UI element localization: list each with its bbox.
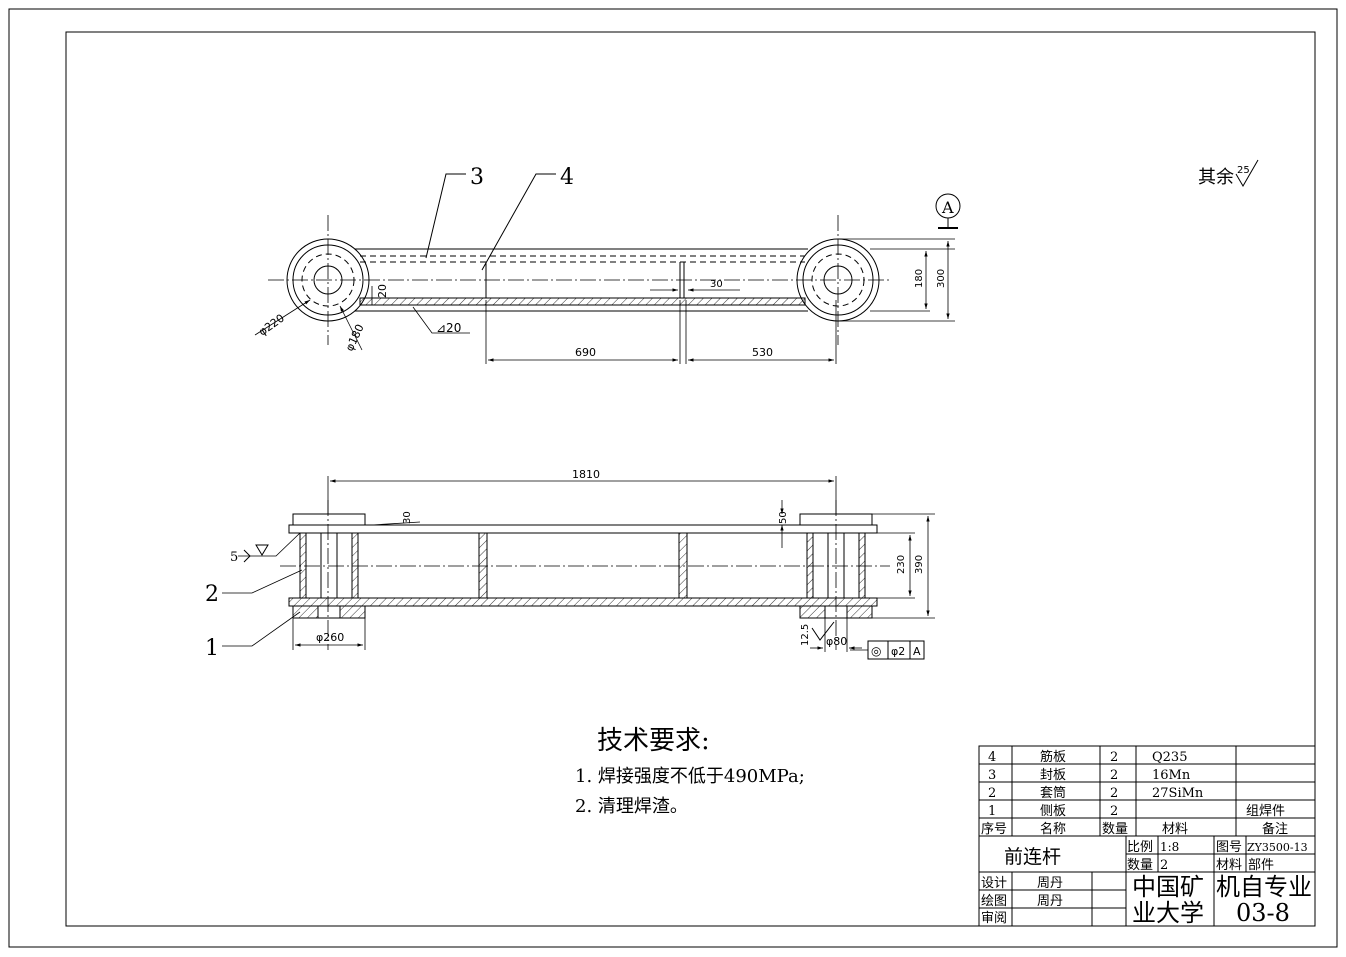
bom-row2-qty: 2: [1110, 786, 1118, 801]
weld-symbol: 5: [230, 532, 301, 565]
bom-header-name: 名称: [1040, 821, 1066, 837]
dim-plate: 20: [376, 284, 389, 298]
concentricity-icon: ◎: [871, 644, 881, 658]
dim-gap: 30: [710, 279, 723, 290]
tech-req-title: 技术要求:: [597, 726, 710, 756]
roughness-icon: [811, 621, 835, 641]
balloon-3: 3: [470, 165, 484, 190]
tech-req-item-1: 1. 焊接强度不低于490MPa;: [575, 766, 805, 787]
balloon-2: 2: [205, 582, 219, 607]
bom-row3-no: 3: [988, 768, 996, 783]
tolerance-frame: ◎ φ2 A: [850, 640, 925, 660]
balloon-1: 1: [205, 636, 219, 661]
bom-row4-material: Q235: [1152, 750, 1187, 765]
dim-len-a: 690: [575, 346, 596, 359]
dim-d-outer: φ220: [256, 312, 287, 339]
material-label: 材料: [1216, 858, 1242, 873]
bom-row2-material: 27SiMn: [1152, 786, 1204, 801]
dim-overall: 1810: [572, 468, 600, 481]
bom-row1-remark: 组焊件: [1246, 803, 1285, 819]
bom-table: 4 筋板 2 Q235 3 封板 2 16Mn 2 套筒 2 27SiMn 1 …: [978, 745, 1316, 837]
major-line-2: 03-8: [1236, 899, 1290, 927]
major-line-1: 机自专业: [1216, 873, 1312, 901]
surface-note-value: 25: [1237, 165, 1250, 176]
scale-label: 比例: [1127, 840, 1153, 855]
bom-row2-name: 套筒: [1040, 785, 1066, 801]
balloon-4: 4: [560, 165, 574, 190]
draw-label: 绘图: [981, 894, 1007, 909]
weld-size: 5: [230, 550, 238, 565]
dim-boss: φ260: [316, 631, 344, 644]
bom-row3-name: 封板: [1040, 768, 1066, 783]
part-name: 前连杆: [1004, 846, 1061, 868]
bom-row1-no: 1: [988, 804, 996, 819]
qty-label: 数量: [1127, 858, 1153, 873]
bom-row2-no: 2: [988, 786, 996, 801]
dim-plate-t: 30: [402, 511, 413, 524]
surface-note-text: 其余: [1198, 167, 1234, 188]
drawing-border: [65, 31, 1316, 927]
bom-row3-qty: 2: [1110, 768, 1118, 783]
datum-a-label: A: [941, 198, 954, 217]
dim-h-outer: 300: [936, 269, 947, 288]
scale-value: 1:8: [1160, 840, 1179, 854]
school-line-1: 中国矿: [1132, 873, 1204, 901]
qty-value: 2: [1160, 858, 1168, 873]
bom-header-material: 材料: [1162, 822, 1188, 837]
drawing-no-label: 图号: [1216, 840, 1242, 855]
design-name: 周丹: [1037, 876, 1063, 891]
school-line-2: 业大学: [1132, 899, 1204, 927]
dim-weld: ⊿20: [436, 321, 461, 335]
dim-bore: φ80: [826, 635, 847, 648]
dim-top-off: 50: [778, 511, 789, 524]
bom-row4-no: 4: [988, 750, 996, 765]
bom-header-qty: 数量: [1102, 822, 1128, 837]
tolerance-datum: A: [913, 645, 921, 658]
bom-row1-name: 侧板: [1040, 804, 1066, 819]
tolerance-value: φ2: [891, 645, 905, 658]
bom-row1-qty: 2: [1110, 804, 1118, 819]
bom-row3-material: 16Mn: [1152, 768, 1191, 783]
sheet-frame: [8, 8, 1338, 948]
review-label: 审阅: [981, 911, 1007, 926]
dim-len-b: 530: [752, 346, 773, 359]
material-value: 部件: [1248, 858, 1274, 873]
dim-fh-inner: 230: [896, 555, 907, 574]
draw-name: 周丹: [1037, 894, 1063, 909]
dim-rough: 12.5: [800, 624, 811, 646]
technical-requirements: 技术要求: 1. 焊接强度不低于490MPa; 2. 清理焊渣。: [575, 726, 805, 817]
dim-fh-outer: 390: [914, 555, 925, 574]
drawing-no-value: ZY3500-13: [1247, 841, 1308, 854]
design-label: 设计: [981, 876, 1007, 891]
title-block: 前连杆 比例 1:8 图号 ZY3500-13 数量 2 材料 部件 设计 周丹…: [978, 835, 1316, 927]
surface-roughness-note: 其余 25: [1198, 159, 1259, 188]
dim-d-inner: φ180: [343, 322, 367, 353]
front-view: 1810 30 50: [205, 468, 935, 661]
bom-row4-qty: 2: [1110, 750, 1118, 765]
roughness-check-icon: [1235, 159, 1259, 187]
top-view: 3 4 φ220 φ180 20 ⊿20 690 530 30 180: [254, 165, 961, 364]
bom-header-remark: 备注: [1262, 821, 1288, 837]
bom-header-no: 序号: [981, 822, 1007, 837]
dim-h-inner: 180: [914, 269, 925, 288]
tech-req-item-2: 2. 清理焊渣。: [575, 796, 688, 817]
bom-row4-name: 筋板: [1040, 749, 1066, 765]
